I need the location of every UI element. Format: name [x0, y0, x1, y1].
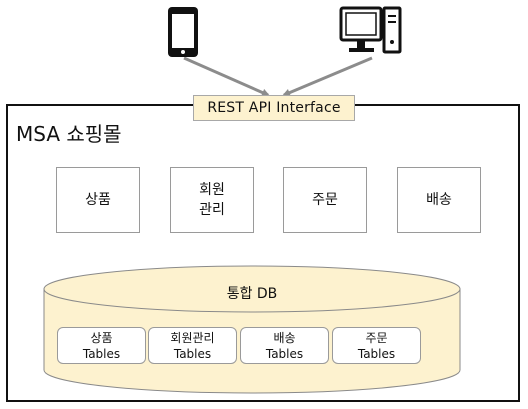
service-delivery: 배송 [397, 167, 481, 233]
table-member-management: 회원관리 Tables [148, 327, 237, 364]
pc-to-api-arrow [282, 56, 373, 97]
phone-to-api-arrow [183, 56, 270, 97]
smartphone-icon [168, 7, 198, 57]
table-delivery: 배송 Tables [240, 327, 329, 364]
table-order: 주문 Tables [332, 327, 421, 364]
api-interface-label: REST API Interface [193, 95, 355, 121]
service-product: 상품 [56, 167, 140, 233]
table-product: 상품 Tables [57, 327, 146, 364]
service-member-management: 회원 관리 [170, 167, 254, 233]
database-title: 통합 DB [226, 286, 278, 302]
desktop-computer-icon [339, 6, 402, 54]
system-title: MSA 쇼핑몰 [16, 122, 122, 146]
service-order: 주문 [283, 167, 367, 233]
